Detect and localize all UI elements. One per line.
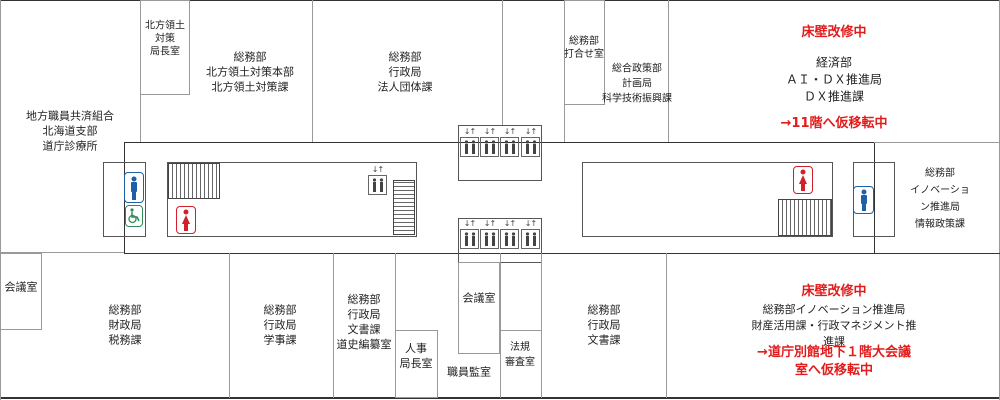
elevator-car-icon bbox=[460, 137, 479, 157]
room-zeimu: 総務部 財政局 税務課 bbox=[108, 303, 142, 347]
elevator-arrows: ↓↑ bbox=[483, 219, 496, 228]
room-hoppo: 総務部 北方領土対策本部 北方領土対策課 bbox=[206, 50, 294, 94]
room-zaisan: 総務部イノベーション推進局 財産活用課・行政マネジメント推進課 bbox=[751, 303, 917, 348]
room-hoppo-chief: 北方領土 対策 局長室 bbox=[145, 20, 185, 58]
elevator-icon: ↓↑ bbox=[521, 219, 540, 249]
elevator-car-icon bbox=[480, 137, 499, 157]
elevator-icon: ↓↑ bbox=[500, 127, 519, 157]
elevator-icon: ↓↑ bbox=[480, 219, 499, 249]
elevator-arrows: ↓↑ bbox=[503, 219, 516, 228]
elevator-icon: ↓↑ bbox=[480, 127, 499, 157]
elevator-arrows: ↓↑ bbox=[524, 127, 537, 136]
elevator-arrows: ↓↑ bbox=[371, 165, 384, 174]
room-jinji: 人事 局長室 bbox=[399, 342, 433, 370]
elevator-icon: ↓↑ bbox=[460, 127, 479, 157]
elevator-icon: ↓↑ bbox=[368, 165, 387, 195]
accessible-restroom-icon bbox=[125, 205, 143, 227]
room-hojin: 総務部 行政局 法人団体課 bbox=[377, 50, 433, 94]
elevator-car-icon bbox=[521, 229, 540, 249]
room-bunsho: 総務部 行政局 文書課 bbox=[587, 303, 621, 347]
elevator-car-icon bbox=[500, 137, 519, 157]
notice-bottom-title: 床壁改修中 bbox=[801, 284, 867, 299]
elevator-icon: ↓↑ bbox=[500, 219, 519, 249]
elevator-car-icon bbox=[521, 137, 540, 157]
elevator-arrows: ↓↑ bbox=[463, 219, 476, 228]
room-kagaku: 総合政策部 計画局 科学技術振興課 bbox=[602, 63, 672, 105]
room-dosi: 総務部 行政局 文書課 道史編纂室 bbox=[336, 293, 392, 351]
room-kansa: 職員監室 bbox=[447, 365, 491, 379]
uchiawase-room bbox=[564, 0, 605, 105]
center-staircase bbox=[393, 180, 415, 235]
elevator-arrows: ↓↑ bbox=[503, 127, 516, 136]
room-kaigi-center: 会議室 bbox=[462, 291, 496, 305]
elevator-hall-top bbox=[458, 125, 542, 181]
male-restroom-icon bbox=[124, 172, 144, 203]
elevator-arrows: ↓↑ bbox=[524, 219, 537, 228]
notice-bottom-move: →道庁別館地下１階大会議室へ仮移転中 bbox=[757, 345, 911, 378]
left-restroom-block bbox=[103, 162, 146, 237]
elevator-arrows: ↓↑ bbox=[483, 127, 496, 136]
elevator-car-icon bbox=[500, 229, 519, 249]
elevator-car-icon bbox=[480, 229, 499, 249]
female-restroom-icon bbox=[176, 206, 196, 234]
hoppo-chief-room bbox=[140, 0, 190, 95]
male-restroom-icon bbox=[853, 186, 874, 214]
room-hoki: 法規 審査室 bbox=[505, 342, 535, 368]
left-core bbox=[167, 162, 417, 237]
jinji-room bbox=[395, 330, 438, 398]
elevator-icon: ↓↑ bbox=[521, 127, 540, 157]
room-joho: 総務部 イノベーション推進局 情報政策課 bbox=[910, 168, 970, 230]
room-kaigi-left: 会議室 bbox=[4, 280, 38, 294]
elevator-car-icon bbox=[460, 229, 479, 249]
notice-top-title: 床壁改修中 bbox=[801, 25, 867, 40]
room-kyosai: 地方職員共済組合 北海道支部 道庁診療所 bbox=[26, 109, 114, 153]
room-uchiawase: 総務部 打合せ室 bbox=[564, 36, 604, 60]
right-staircase bbox=[778, 199, 832, 236]
right-core bbox=[582, 162, 833, 237]
kaigi-left-room bbox=[0, 253, 42, 330]
room-dx: 経済部 ＡＩ・ＤＸ推進局 ＤＸ推進課 bbox=[785, 55, 883, 104]
elevator-car-icon bbox=[368, 175, 387, 195]
room-gakuji: 総務部 行政局 学事課 bbox=[263, 303, 297, 347]
female-restroom-icon bbox=[793, 166, 813, 194]
kaigi-center-room bbox=[458, 262, 500, 354]
notice-top-move: →11階へ仮移転中 bbox=[780, 116, 888, 131]
elevator-icon: ↓↑ bbox=[460, 219, 479, 249]
elevator-arrows: ↓↑ bbox=[463, 127, 476, 136]
left-staircase bbox=[168, 163, 220, 199]
